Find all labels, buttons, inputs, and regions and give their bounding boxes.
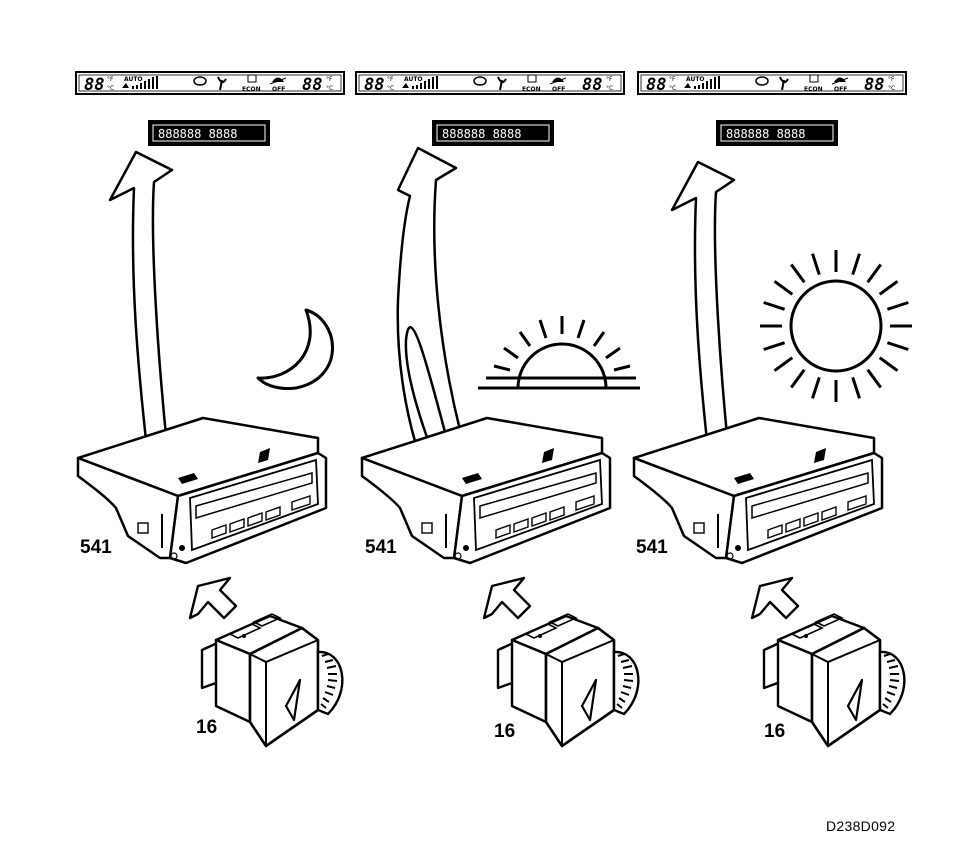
sun-ray (790, 368, 806, 389)
control-unit (632, 416, 884, 565)
sun-ray (886, 301, 909, 311)
sun-ray (763, 341, 786, 351)
guide-arrow (750, 576, 800, 620)
rising-sun-icon (478, 316, 640, 390)
control-unit (360, 416, 612, 565)
switch-label: 16 (494, 721, 516, 742)
climate-lcd-strip (637, 71, 907, 96)
guide-arrow (482, 576, 532, 620)
display-text: 888888 8888 (158, 127, 237, 141)
sun-ray (866, 263, 882, 284)
sensor-light-arrow (108, 150, 174, 460)
sensor-light-arrow (396, 146, 462, 506)
sun-ray (790, 263, 806, 284)
guide-arrow (188, 576, 238, 620)
sun-ray (763, 301, 786, 311)
sun-ray (886, 341, 909, 351)
control-unit (76, 416, 328, 565)
unit-label: 541 (80, 537, 112, 558)
sun-ray (811, 253, 821, 276)
sun-ray (851, 253, 861, 276)
display-text: 888888 8888 (442, 127, 521, 141)
sun-ray (773, 356, 794, 372)
climate-lcd-strip (75, 71, 345, 96)
unit-label: 541 (636, 537, 668, 558)
sensor-light-arrow (670, 160, 736, 470)
sun-ray (851, 376, 861, 399)
sun-ray (866, 368, 882, 389)
panel-night: 888888 8888 (75, 71, 345, 748)
sun-icon (760, 250, 912, 402)
unit-label: 541 (365, 537, 397, 558)
panel-sunrise: 888888 8888 (355, 71, 640, 748)
sun-ray (811, 376, 821, 399)
moon-icon (256, 308, 334, 390)
dimmer-switch (200, 612, 344, 748)
switch-label: 16 (764, 721, 786, 742)
switch-label: 16 (196, 717, 218, 738)
figure-code: D238D092 (826, 818, 896, 834)
panel-day: 888888 8888 (632, 71, 912, 748)
dimmer-switch (496, 612, 640, 748)
sun-ray (878, 280, 899, 296)
display-text: 888888 8888 (726, 127, 805, 141)
sun-ray (773, 280, 794, 296)
sun-ray (878, 356, 899, 372)
climate-lcd-strip (355, 71, 625, 96)
